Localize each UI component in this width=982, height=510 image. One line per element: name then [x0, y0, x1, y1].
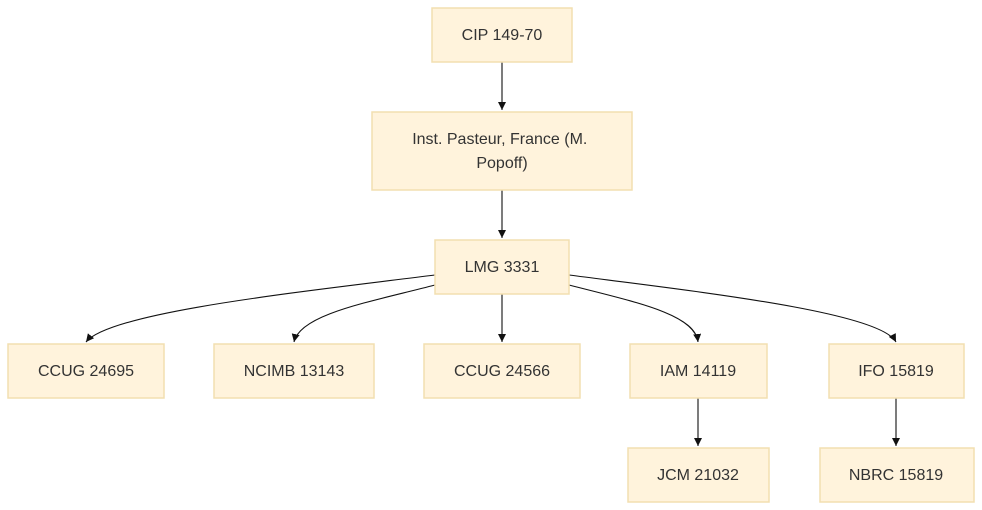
node-ccug24695: CCUG 24695: [7, 343, 165, 399]
node-ccug24566: CCUG 24566: [423, 343, 581, 399]
node-lmg: LMG 3331: [434, 239, 570, 295]
node-ncimb: NCIMB 13143: [213, 343, 375, 399]
node-jcm: JCM 21032: [627, 447, 770, 503]
node-label-iam: IAM 14119: [660, 363, 736, 380]
node-label-pasteur-line1: Inst. Pasteur, France (M.: [412, 131, 587, 148]
node-label-lmg: LMG 3331: [465, 259, 540, 276]
edge-lmg-to-iam: [568, 284, 702, 343]
node-label-ccug24695: CCUG 24695: [38, 363, 134, 380]
edge-lmg-to-ifo: [568, 274, 897, 343]
node-cip: CIP 149-70: [431, 7, 573, 63]
node-label-nbrc: NBRC 15819: [849, 467, 943, 484]
node-label-jcm: JCM 21032: [657, 467, 739, 484]
node-pasteur: Inst. Pasteur, France (M. Popoff): [371, 111, 633, 191]
node-label-pasteur: Inst. Pasteur, France (M. Popoff): [412, 131, 592, 172]
edge-lmg-to-ccug24695: [85, 274, 436, 343]
edges: [85, 62, 900, 446]
node-label-ncimb: NCIMB 13143: [244, 363, 345, 380]
node-ifo: IFO 15819: [828, 343, 965, 399]
edge-lmg-to-ncimb: [291, 284, 436, 343]
node-label-ifo: IFO 15819: [858, 363, 934, 380]
node-label-ccug24566: CCUG 24566: [454, 363, 550, 380]
node-label-cip: CIP 149-70: [462, 27, 543, 44]
node-nbrc: NBRC 15819: [819, 447, 975, 503]
node-iam: IAM 14119: [629, 343, 768, 399]
node-label-pasteur-line2: Popoff): [476, 155, 527, 172]
